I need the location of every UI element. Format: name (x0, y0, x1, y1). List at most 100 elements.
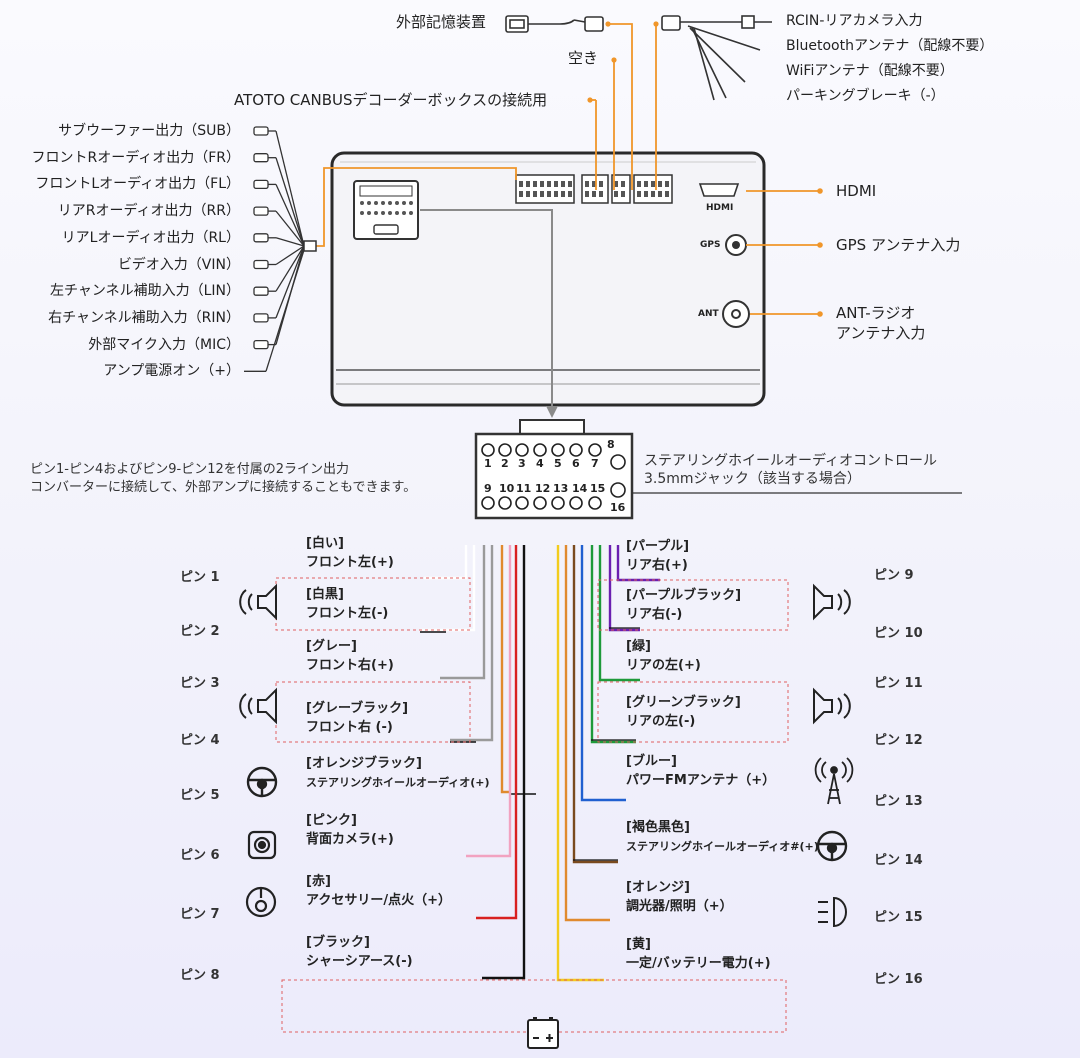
rca-plug (253, 233, 269, 243)
wire-color-name: [パープル] (626, 539, 690, 554)
socket-pin (547, 191, 551, 197)
wire-function: リアの左(-) (626, 714, 696, 729)
steering-wheel-icon (246, 766, 278, 798)
socket-pin (568, 181, 572, 187)
wire-function: シャーシアース(-) (306, 954, 413, 969)
wire-description: [白い]フロント左(+) (306, 534, 394, 572)
socket-pin (402, 211, 406, 215)
wire-color-name: [黄] (626, 937, 651, 952)
wire-color-name: [グリーンブラック] (626, 695, 741, 710)
antenna-icon (814, 757, 854, 805)
connector-pin-number: 8 (607, 438, 615, 451)
socket-pin (395, 211, 399, 215)
pin-number-label: ピン 12 (874, 733, 923, 748)
socket-pin (374, 211, 378, 215)
socket-pin (644, 191, 648, 197)
hdmi-port-tag: HDMI (706, 203, 734, 213)
dashed-boxes (275, 577, 789, 1033)
pin-number-label: ピン 7 (180, 907, 220, 922)
socket-pin (533, 191, 537, 197)
left-output-label: アンプ電源オン（+） (103, 363, 240, 380)
wire-description: [ブラック] シャーシアース(-) (306, 933, 413, 971)
orange-leaders (316, 23, 820, 315)
ant-label-line2: アンテナ入力 (836, 324, 926, 342)
pin-number-label: ピン 8 (180, 968, 220, 983)
socket-pin (561, 191, 565, 197)
pin-number-label: ピン 6 (180, 848, 220, 863)
socket-pin (547, 181, 551, 187)
canbus-label: ATOTO CANBUSデコーダーボックスの接続用 (234, 91, 548, 109)
socket-pin (585, 181, 589, 187)
speaker-icon (813, 583, 851, 621)
wire-function: ステアリングホイールオーディオ#(+) (626, 840, 819, 853)
connector-pin (588, 496, 602, 510)
rca-plug (253, 286, 269, 296)
connector-pin (551, 496, 565, 510)
socket-pin (658, 191, 662, 197)
wire (564, 545, 610, 922)
wire-color-name: [パープルブラック] (626, 588, 742, 603)
connector-pin-number: 3 (518, 457, 526, 470)
left-output-label: リアRオーディオ出力（RR） (57, 203, 240, 220)
socket-pin (621, 181, 625, 187)
socket-pin (554, 181, 558, 187)
left-output-label: サブウーファー出力（SUB） (58, 123, 240, 139)
socket-pin (374, 201, 378, 205)
wire-description: [ピンク] 背面カメラ(+) (306, 811, 394, 849)
socket-pin (409, 201, 413, 205)
wire (476, 545, 518, 920)
pin-number-label: ピン 5 (180, 788, 220, 803)
wire-description: [オレンジブラック] ステアリングホイールオーディオ(+) (306, 754, 490, 792)
ant-port-tag: ANT (698, 309, 719, 319)
usb-plug-icon (505, 15, 604, 33)
wire (424, 545, 468, 580)
wire-color-name: [グレーブラック] (306, 701, 409, 716)
wire-description: [パープルブラック]リア右(-) (626, 586, 741, 624)
connector-pin-number: 5 (554, 457, 562, 470)
connector-pin-number: 7 (591, 457, 599, 470)
socket-pin (621, 191, 625, 197)
socket-pin (554, 191, 558, 197)
pin-number-label: ピン 13 (874, 794, 923, 809)
wire (440, 545, 486, 680)
connector-pin-number: 15 (590, 482, 606, 495)
connector-pin (533, 443, 547, 457)
connector-pin-number: 13 (553, 482, 569, 495)
socket-pin (367, 201, 371, 205)
wire (500, 545, 510, 794)
left-output-label: 右チャンネル補助入力（RIN） (48, 309, 240, 326)
rca-cables (661, 15, 772, 101)
socket-pin (395, 201, 399, 205)
wire-function: 調光器/照明（+） (626, 899, 733, 914)
connector-pin (481, 443, 495, 457)
speaker-icon (813, 687, 851, 725)
socket-pin (381, 211, 385, 215)
amp-note-line2: コンバーターに接続して、外部アンプに接続することもできます。 (30, 480, 417, 495)
socket-pin (644, 181, 648, 187)
socket-pin (526, 191, 530, 197)
connector-arrow-head (546, 406, 558, 418)
socket-pin (533, 181, 537, 187)
left-output-label: ビデオ入力（VIN） (117, 256, 240, 273)
socket-pin (665, 191, 669, 197)
rca-plug (253, 313, 269, 323)
wire-color-name: [ブラック] (306, 935, 370, 950)
battery-icon (527, 1017, 559, 1049)
wire-description: [褐色黒色]ステアリングホイールオーディオ#(+) (626, 818, 819, 856)
wire-description: [緑]リアの左(+) (626, 637, 701, 675)
wire-function: 背面カメラ(+) (306, 832, 394, 847)
socket-pin (388, 211, 392, 215)
socket-pin (568, 191, 572, 197)
hdmi-port (698, 183, 740, 197)
socket-pin (665, 181, 669, 187)
wire-color-name: [ピンク] (306, 813, 357, 828)
socket-pin (388, 201, 392, 205)
wire-function: 一定/バッテリー電力(+) (626, 956, 771, 971)
socket-pin (614, 181, 618, 187)
wifi-label: WiFiアンテナ（配線不要） (786, 63, 954, 79)
wire-color-name: [オレンジブラック] (306, 756, 422, 771)
wire-color-name: [白黒] (306, 587, 344, 602)
wire-function: ステアリングホイールオーディオ(+) (306, 776, 490, 789)
harness-connector (474, 419, 634, 520)
wire-description: [グリーンブラック] リアの左(-) (626, 693, 741, 731)
